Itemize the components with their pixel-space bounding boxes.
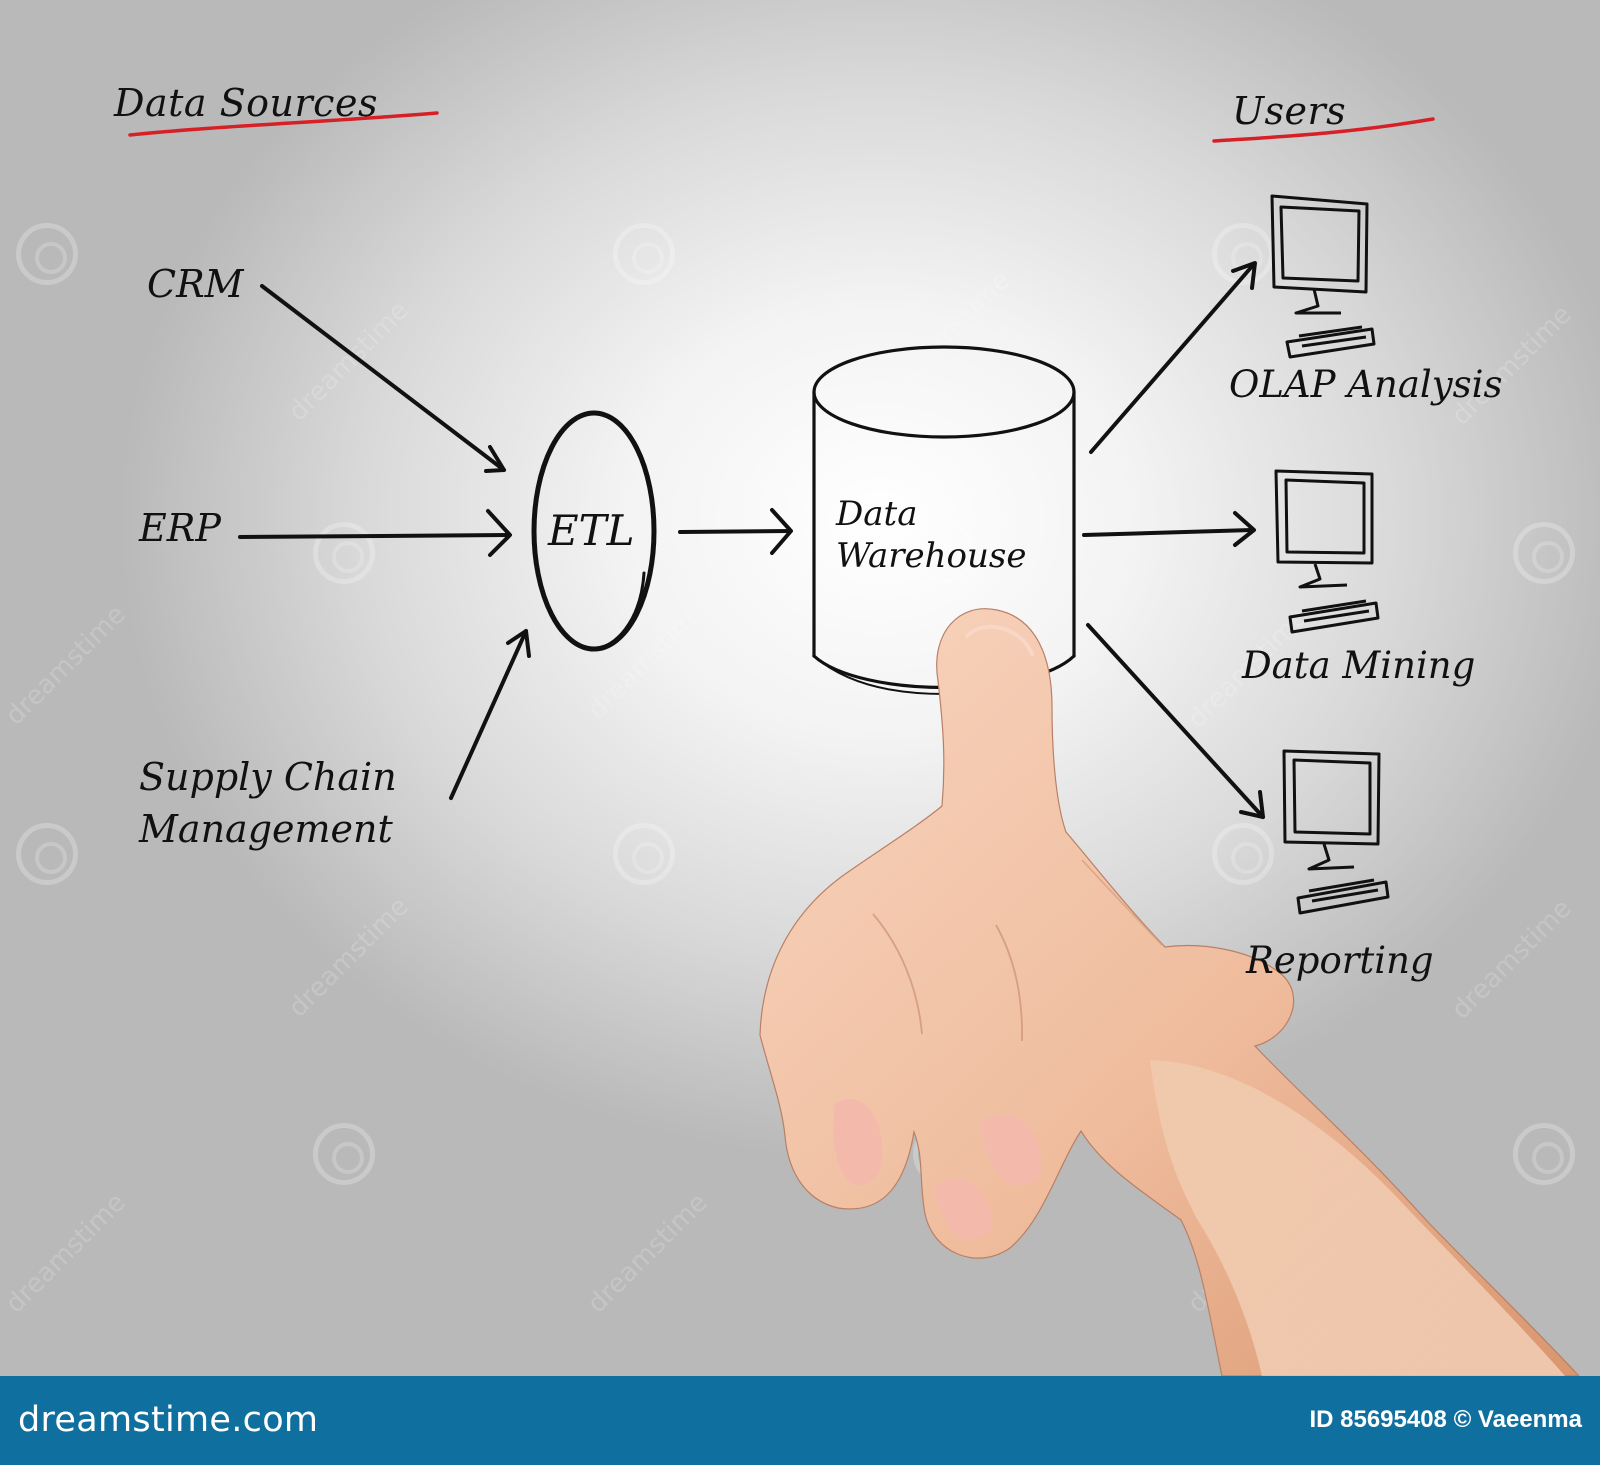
olap-arrow-icon: [1089, 261, 1257, 454]
erp-arrow-icon: [238, 509, 512, 557]
watermark-spiral-icon: [313, 1123, 375, 1185]
data-sources-underline: [128, 111, 439, 137]
etl-circle-icon: [531, 410, 657, 652]
etl-to-warehouse-arrow-icon: [678, 508, 793, 555]
warehouse-label-line-2: Warehouse: [836, 536, 1027, 576]
etl-label: ETL: [548, 506, 635, 555]
mining-arrow-icon: [1082, 511, 1256, 547]
source-crm-label: CRM: [147, 262, 244, 306]
watermark-footer: dreamstime.com ID 85695408 © Vaeenma: [0, 1376, 1600, 1465]
reporting-arrow-icon: [1086, 623, 1265, 819]
users-title: Users: [1232, 89, 1347, 133]
watermark-spiral-icon: [313, 522, 375, 584]
watermark-spiral-icon: [16, 823, 78, 885]
data-sources-title: Data Sources: [114, 81, 378, 125]
watermark-spiral-icon: [913, 522, 975, 584]
computer-icon-reporting: [1282, 749, 1390, 915]
watermark-spiral-icon: [1513, 1123, 1575, 1185]
computer-icon-olap: [1270, 194, 1376, 359]
reporting-label: Reporting: [1246, 939, 1434, 982]
dreamstime-brand: dreamstime.com: [18, 1400, 319, 1440]
warehouse-label-line-1: Data: [836, 494, 918, 534]
data-mining-label: Data Mining: [1242, 644, 1476, 687]
computer-icon-mining: [1274, 469, 1380, 634]
hand-pointer-icon: [759, 608, 1581, 1377]
users-underline: [1212, 117, 1435, 143]
watermark-spiral-icon: [16, 223, 78, 285]
crm-arrow-icon: [260, 284, 506, 473]
olap-analysis-label: OLAP Analysis: [1229, 363, 1503, 406]
source-supply-chain-label: Supply Chain: [139, 755, 397, 799]
image-id-credit: ID 85695408 © Vaeenma: [1309, 1406, 1582, 1433]
watermark-spiral-icon: [613, 223, 675, 285]
watermark-spiral-icon: [613, 823, 675, 885]
watermark-spiral-icon: [1212, 823, 1274, 885]
watermark-spiral-icon: [1513, 522, 1575, 584]
source-management-label: Management: [139, 807, 393, 851]
supply-chain-arrow-icon: [449, 629, 531, 800]
source-erp-label: ERP: [139, 506, 221, 550]
